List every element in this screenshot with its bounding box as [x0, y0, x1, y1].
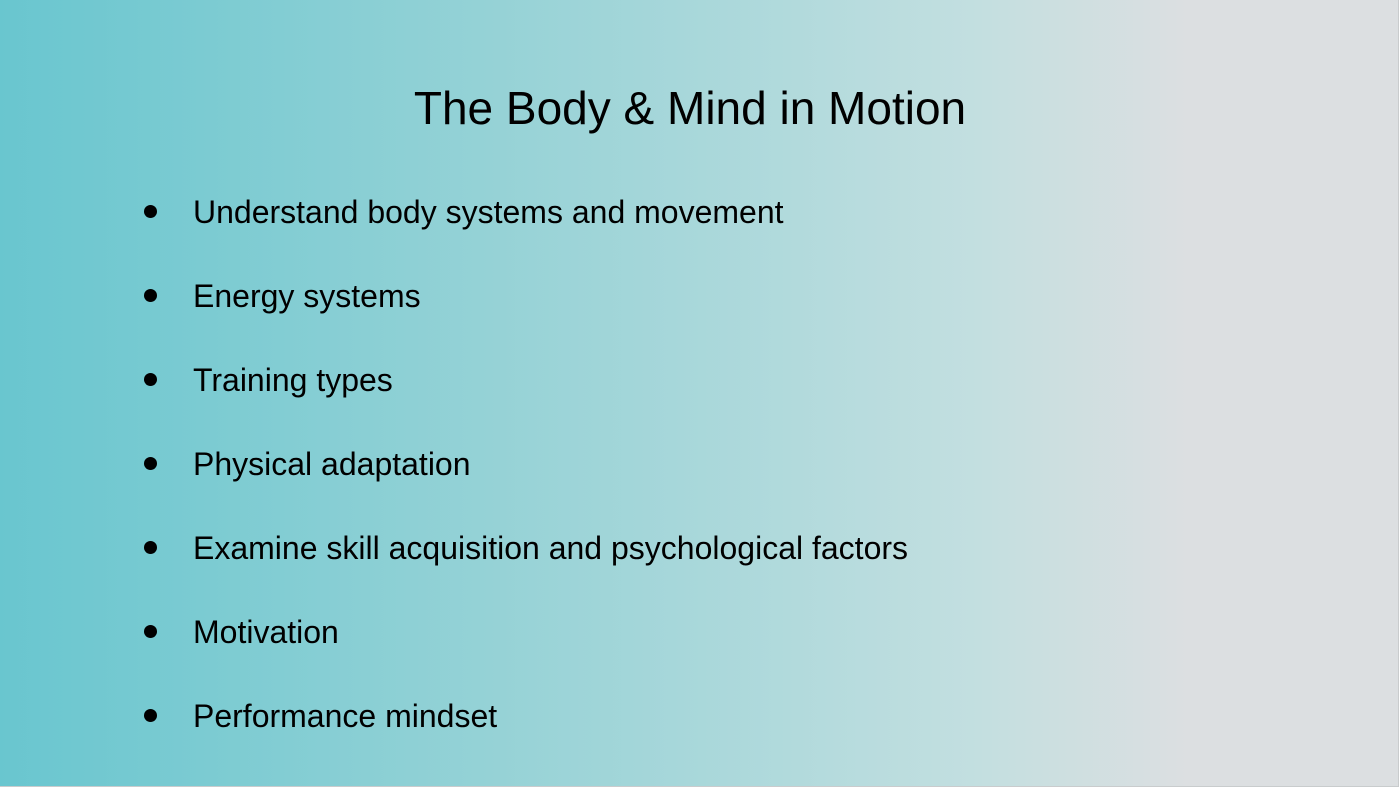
bullet-dot-icon	[144, 373, 157, 386]
bullet-dot-icon	[144, 541, 157, 554]
bullet-dot-icon	[144, 625, 157, 638]
bullet-text: Performance mindset	[193, 698, 498, 734]
bullet-text: Physical adaptation	[193, 446, 471, 482]
bullet-dot-icon	[144, 205, 157, 218]
bullet-dot-icon	[144, 709, 157, 722]
bullet-text: Understand body systems and movement	[193, 194, 784, 230]
slide-title: The Body & Mind in Motion	[413, 82, 967, 134]
bullet-text: Energy systems	[193, 278, 421, 314]
bullet-text: Training types	[193, 362, 393, 398]
bullet-dot-icon	[144, 457, 157, 470]
bullet-text: Examine skill acquisition and psychologi…	[193, 530, 909, 566]
bullet-text: Motivation	[193, 614, 339, 650]
bullet-dot-icon	[144, 289, 157, 302]
